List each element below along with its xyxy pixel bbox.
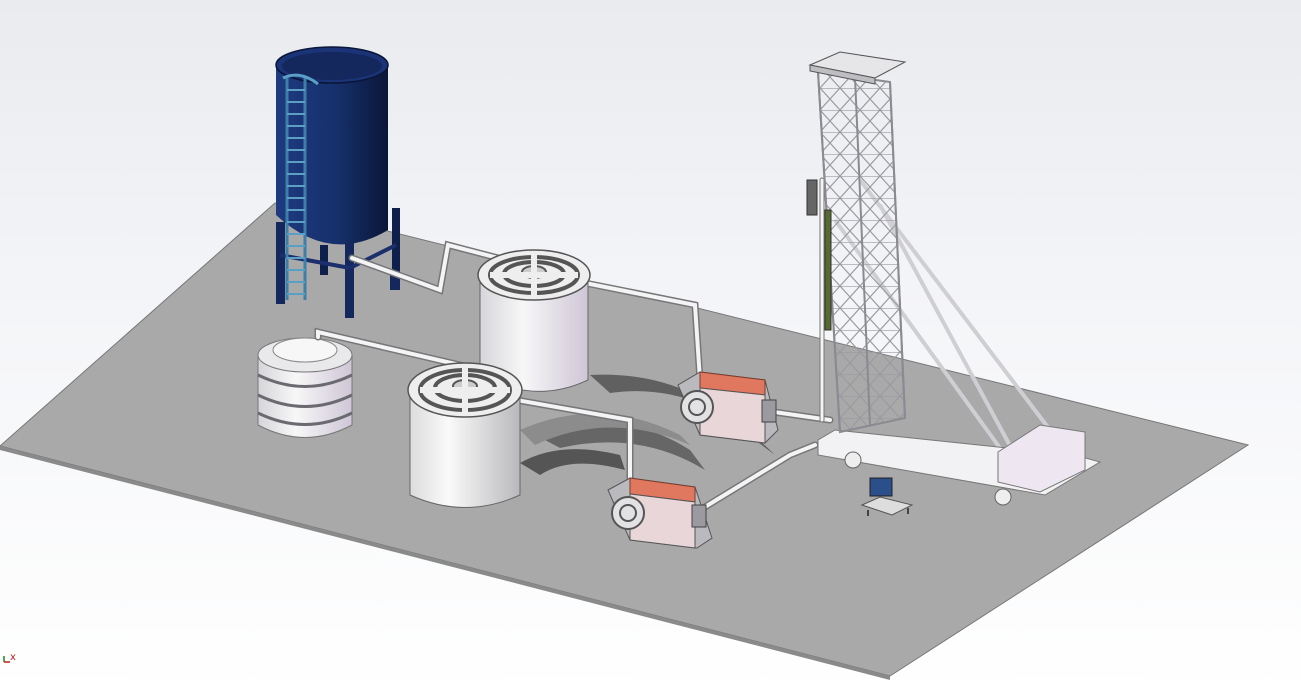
control-console [860,477,914,516]
pipe-network [314,177,834,514]
mixing-tank-rear [477,249,591,392]
axis-triad-icon [3,656,10,663]
tower-ladder [282,73,319,300]
mixing-tank-front [407,362,523,508]
dark-blue-water-tower [275,46,400,318]
small-stacked-tank [257,337,353,438]
drilling-tower [806,51,1102,506]
axis-x-label: x [10,652,16,663]
mud-pump-upper [677,371,779,444]
mud-pump-lower [607,477,713,549]
